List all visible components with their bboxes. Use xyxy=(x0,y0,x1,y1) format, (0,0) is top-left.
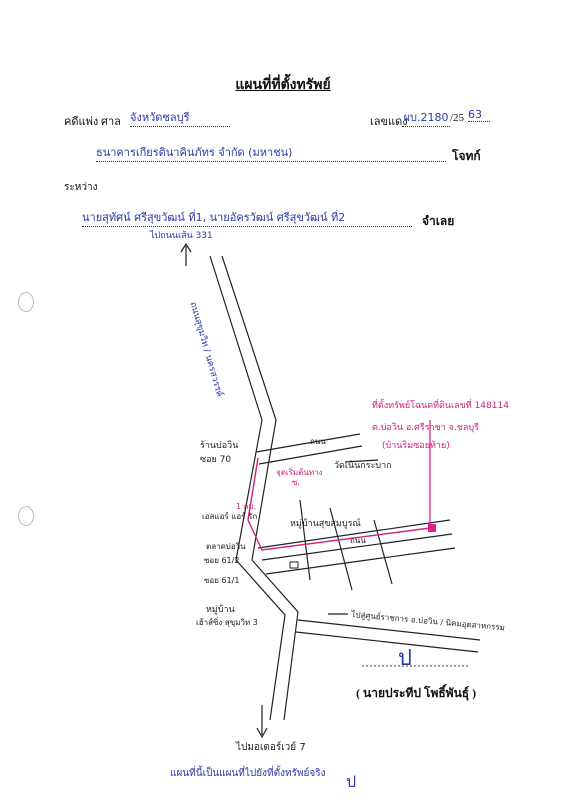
defendant-role: จำเลย xyxy=(422,214,455,228)
signature-mark: ป xyxy=(398,646,412,671)
case-year: 63 xyxy=(468,108,490,122)
label-left-market: ตลาดบ่อวิน xyxy=(206,542,246,551)
label-property: ที่ตั้งทรัพย์โฉนดที่ดินเลขที่ 148114 xyxy=(372,401,509,411)
label-temple: วัดเนินกระบาก xyxy=(334,461,392,471)
label-village-lower: หมู่บ้าน xyxy=(206,605,235,615)
signer-name: ( นายประทีป โพธิ์พันธุ์ ) xyxy=(356,686,477,700)
label-soi-61-2: ซอย 61/2 xyxy=(204,556,240,565)
label-shop: เอสแอร์ แอร์ รัก xyxy=(202,512,258,521)
village-gate xyxy=(289,561,299,569)
between-label: ระหว่าง xyxy=(64,182,98,193)
footer-mark: ป xyxy=(346,772,357,791)
side-road-2 xyxy=(329,507,353,591)
label-bottom-direction: ไปมอเตอร์เวย์ 7 xyxy=(236,742,306,753)
top-arrow-head xyxy=(180,242,192,253)
road-lines xyxy=(180,242,481,739)
label-property-address: ต.บ่อวิน อ.ศรีราชา จ.ชลบุรี xyxy=(372,423,479,433)
side-road-3 xyxy=(373,519,393,585)
punch-hole-bottom xyxy=(18,506,34,526)
lower-right-road-lower xyxy=(295,631,479,653)
label-village: หมู่บ้านสุขสมบูรณ์ xyxy=(290,519,361,529)
defendant-name: นายสุทัศน์ ศรีสุขวัฒน์ ที่1, นายอัครวัฒน… xyxy=(82,208,412,227)
punch-hole-top xyxy=(18,292,34,312)
label-village-lower2: เฮ้าส์ซิ่ง สุขุมวิท 3 xyxy=(196,618,258,627)
label-mid-road: ถนน xyxy=(350,536,366,545)
property-marker xyxy=(428,524,436,532)
temple-block xyxy=(344,459,379,463)
year-prefix: /25 xyxy=(450,112,465,124)
main-road-left-edge xyxy=(209,255,286,721)
plaintiff-name: ธนาคารเกียรตินาคินภัทร จำกัด (มหาชน) xyxy=(96,143,446,162)
route-line xyxy=(247,457,431,551)
label-top-direction: ไปถนนเส้น 331 xyxy=(150,231,213,241)
footer-note: แผนที่นี้เป็นแผนที่ไปยังที่ตั้งทรัพย์จริ… xyxy=(170,768,326,779)
case-no-label: เลขแดง xyxy=(370,116,408,128)
case-number: ผบ.2180 xyxy=(402,108,450,127)
mid-road-lower xyxy=(261,533,453,561)
label-soi70-place: ร้านบ่อวิน xyxy=(200,441,239,451)
case-label: คดีแพ่ง ศาล xyxy=(64,116,121,128)
mid-road-upper xyxy=(257,519,451,549)
main-road-right-edge xyxy=(221,255,299,721)
lower-right-road-upper xyxy=(297,619,481,641)
mid-road-lower2 xyxy=(265,547,456,575)
label-soi70: ซอย 70 xyxy=(200,455,232,465)
document-title: แผนที่ที่ตั้งทรัพย์ xyxy=(235,78,331,93)
bottom-arrow-head xyxy=(256,727,268,739)
court-name: จังหวัดชลบุรี xyxy=(130,108,230,127)
label-road-km: 1 กม. xyxy=(236,502,257,511)
side-road-1 xyxy=(299,499,311,581)
plaintiff-role: โจทก์ xyxy=(452,149,481,163)
label-entry-note2: ซ. xyxy=(292,478,300,487)
soi70-upper xyxy=(255,433,361,453)
label-entry-note: จุดเริ่มต้นทาง xyxy=(276,468,323,477)
soi70-lower xyxy=(258,445,363,465)
label-property-note: (บ้านริมซอยท้าย) xyxy=(382,441,450,451)
label-soi-61-1: ซอย 61/1 xyxy=(204,576,240,585)
label-soi70-road: ถนน xyxy=(310,437,326,446)
